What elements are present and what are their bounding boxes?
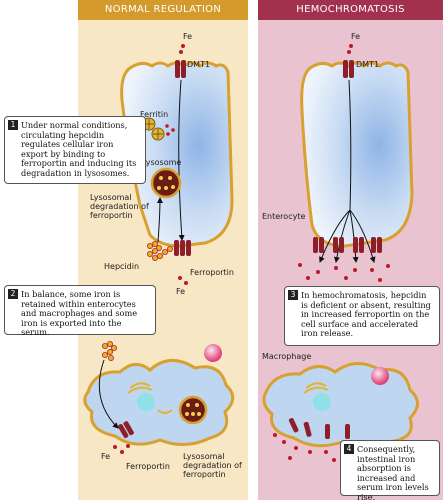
ferroportin-label-2: Ferroportin	[126, 462, 170, 471]
dmt1-label-left: DMT1	[187, 60, 211, 69]
note-text: Under normal conditions, circulating hep…	[21, 120, 137, 178]
note-2: 2 In balance, some iron is retained with…	[4, 285, 156, 338]
iron-dots-mac-left	[113, 444, 130, 454]
dmt1-channel-left	[175, 60, 186, 78]
iron-dots-released-right	[298, 263, 390, 282]
fe-label-top-left: Fe	[183, 32, 193, 41]
fe-label-bottom: Fe	[176, 287, 186, 296]
iron-dots-cytoplasm	[165, 124, 175, 136]
ferroportin-macrophage-right	[288, 418, 350, 439]
dmt1-label-right: DMT1	[356, 60, 380, 69]
hepcidin-chain	[146, 240, 173, 261]
note-4: 4 Consequently, intestinal iron absorpti…	[340, 440, 440, 502]
iron-dots-top-right	[347, 44, 353, 54]
lysosome-macrophage	[178, 395, 208, 425]
fe-label-macrophage: Fe	[101, 452, 111, 461]
ferroportin-label-1: Ferroportin	[190, 268, 234, 277]
note-text: In hemochromatosis, hepcidin is deficien…	[301, 290, 431, 339]
iron-dots-top-left	[179, 44, 185, 54]
hepcidin-chain-2	[102, 340, 118, 361]
dmt1-channel-right	[343, 60, 354, 78]
ferroportin-macrophage-left	[118, 421, 134, 439]
note-number: 2	[8, 289, 18, 299]
iron-path-right	[348, 79, 352, 211]
note-number: 1	[8, 120, 18, 130]
macrophage-label: Macrophage	[262, 352, 312, 361]
lysosome-left	[150, 167, 182, 199]
hepcidin-arrow-2	[98, 359, 119, 429]
hepcidin-label: Hepcidin	[104, 262, 140, 271]
normal-regulation-header: NORMAL REGULATION	[78, 0, 248, 20]
hepcidin-binding-arrow	[156, 197, 163, 243]
ferroportin-left	[174, 240, 191, 256]
iron-dots-exported-left	[178, 276, 188, 285]
fe-label-top-right: Fe	[351, 32, 361, 41]
note-text: Consequently, intestinal iron absorption…	[357, 444, 429, 502]
pink-rbc-left	[204, 344, 222, 362]
note-3: 3 In hemochromatosis, hepcidin is defici…	[284, 286, 440, 346]
enterocyte-hemo	[300, 61, 414, 248]
ferroportin-right	[313, 237, 382, 253]
enterocyte-label: Enterocyte	[262, 212, 306, 221]
lysosomal-degradation-label-2: Lysosomal degradation of ferroportin	[183, 452, 242, 479]
pink-rbc-right	[371, 367, 389, 385]
lysosomal-degradation-label-1: Lysosomal degradation of ferroportin	[90, 193, 149, 220]
macrophage-normal	[83, 359, 235, 446]
lysosome-label: Lysosome	[142, 158, 182, 167]
hemochromatosis-header: HEMOCHROMATOSIS	[258, 0, 443, 20]
ferritin-label: Ferritin	[140, 110, 169, 119]
note-number: 3	[288, 290, 298, 300]
iron-path-left	[178, 79, 185, 241]
macrophage-hemo	[262, 362, 419, 449]
note-number: 4	[344, 444, 354, 454]
note-1: 1 Under normal conditions, circulating h…	[4, 116, 146, 184]
note-text: In balance, some iron is retained within…	[21, 289, 138, 338]
